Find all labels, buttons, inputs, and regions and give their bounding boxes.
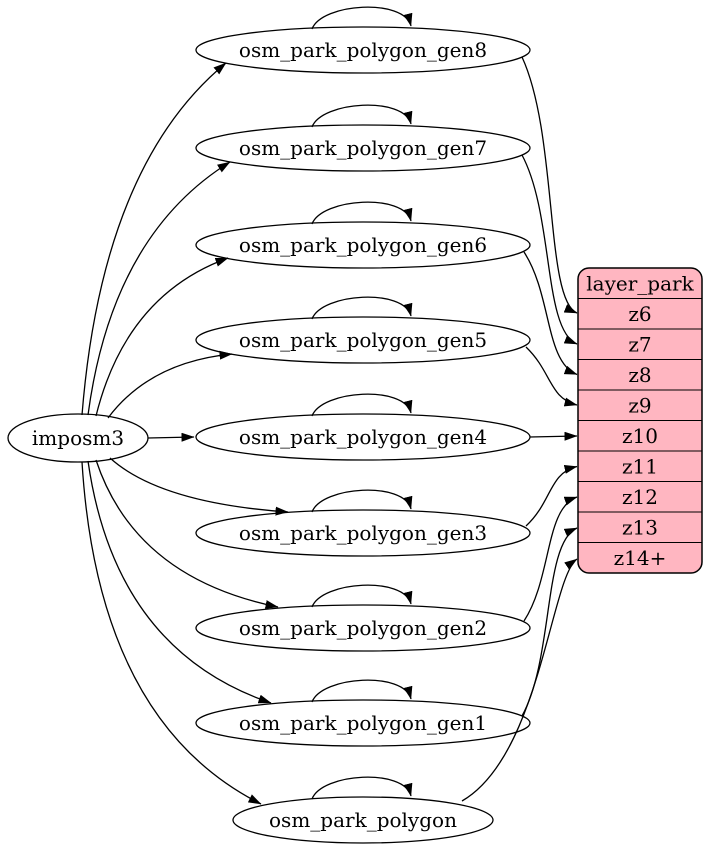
edge-gen1-z13	[521, 527, 578, 717]
selfloop-gen3	[311, 489, 413, 513]
table-label: osm_park_polygon_gen5	[239, 328, 487, 352]
edge-gen5-z9	[525, 346, 578, 407]
edge-gen3-z11	[525, 464, 578, 527]
table-label: osm_park_polygon_gen6	[239, 233, 487, 257]
row-z10: z10	[622, 424, 658, 448]
table-ellipse	[195, 221, 531, 269]
row-z11: z11	[622, 455, 658, 479]
table-ellipse	[195, 26, 531, 74]
node-osm-park-polygon-gen2: osm_park_polygon_gen2	[195, 604, 531, 652]
row-z8: z8	[628, 363, 651, 387]
table-ellipse	[232, 796, 494, 844]
edges-tables-to-layer	[461, 56, 578, 802]
node-osm-park-polygon-gen3: osm_park_polygon_gen3	[195, 509, 531, 557]
table-ellipse	[195, 124, 531, 172]
table-label: osm_park_polygon_gen2	[239, 616, 487, 640]
edge-imposm3-gen4	[147, 432, 195, 442]
selfloop-gen2	[311, 584, 413, 608]
table-ellipse	[195, 699, 531, 747]
node-osm-park-polygon-gen5: osm_park_polygon_gen5	[195, 316, 531, 364]
edge-gen4-z10	[529, 431, 578, 441]
edge-gen7-z7	[521, 154, 578, 345]
edge-imposm3-gen3	[109, 457, 289, 516]
edge-imposm3-gen8	[81, 62, 227, 416]
node-osm-park-polygon-gen4: osm_park_polygon_gen4	[195, 413, 531, 461]
node-osm-park-polygon: osm_park_polygon	[232, 796, 494, 844]
edge-imposm3-gen1	[87, 460, 272, 704]
table-label: osm_park_polygon	[269, 808, 457, 832]
table-label: osm_park_polygon_gen4	[239, 425, 487, 449]
record-layer-park: layer_park z6 z7 z8 z9 z10 z11 z12 z13 z…	[577, 267, 703, 574]
row-z6: z6	[628, 302, 651, 326]
node-osm-park-polygon-gen8: osm_park_polygon_gen8	[195, 26, 531, 74]
table-ellipse	[195, 316, 531, 364]
table-ellipse	[195, 604, 531, 652]
table-label: osm_park_polygon_gen7	[239, 136, 487, 160]
row-z12: z12	[622, 485, 658, 509]
selfloop-gen7	[311, 104, 413, 128]
selfloop-gen8	[311, 6, 413, 30]
row-z9: z9	[628, 394, 651, 418]
node-imposm3: imposm3	[7, 413, 149, 463]
table-label: osm_park_polygon_gen1	[239, 711, 487, 735]
selfloop-gen1	[311, 679, 413, 703]
node-osm-park-polygon-gen6: osm_park_polygon_gen6	[195, 221, 531, 269]
edge-imposm3-gen5	[107, 350, 233, 419]
layer-park-header: layer_park	[586, 272, 694, 296]
table-ellipse	[195, 509, 531, 557]
node-osm-park-polygon-gen1: osm_park_polygon_gen1	[195, 699, 531, 747]
edge-imposm3-gen6	[95, 257, 229, 417]
edge-gen6-z8	[523, 251, 578, 376]
edges-source-to-tables	[81, 62, 289, 805]
selfloop-gen6	[311, 201, 413, 225]
table-label: osm_park_polygon_gen3	[239, 521, 487, 545]
row-z7: z7	[628, 333, 651, 357]
edge-gen8-z6	[521, 56, 578, 314]
edge-imposm3-osm-park-polygon	[81, 461, 262, 805]
edge-gen2-z12	[523, 496, 578, 622]
row-z13: z13	[622, 516, 658, 540]
edge-osm-park-polygon-z14plus	[461, 558, 578, 802]
edge-imposm3-gen2	[95, 459, 279, 609]
table-label: osm_park_polygon_gen8	[239, 38, 487, 62]
node-osm-park-polygon-gen7: osm_park_polygon_gen7	[195, 124, 531, 172]
edges-self-loops	[311, 6, 413, 800]
row-z14plus: z14+	[614, 546, 667, 570]
edge-imposm3-gen7	[87, 161, 231, 416]
selfloop-osm-park-polygon	[311, 776, 413, 800]
selfloop-gen4	[311, 393, 413, 417]
imposm3-label: imposm3	[32, 426, 124, 450]
selfloop-gen5	[311, 296, 413, 320]
